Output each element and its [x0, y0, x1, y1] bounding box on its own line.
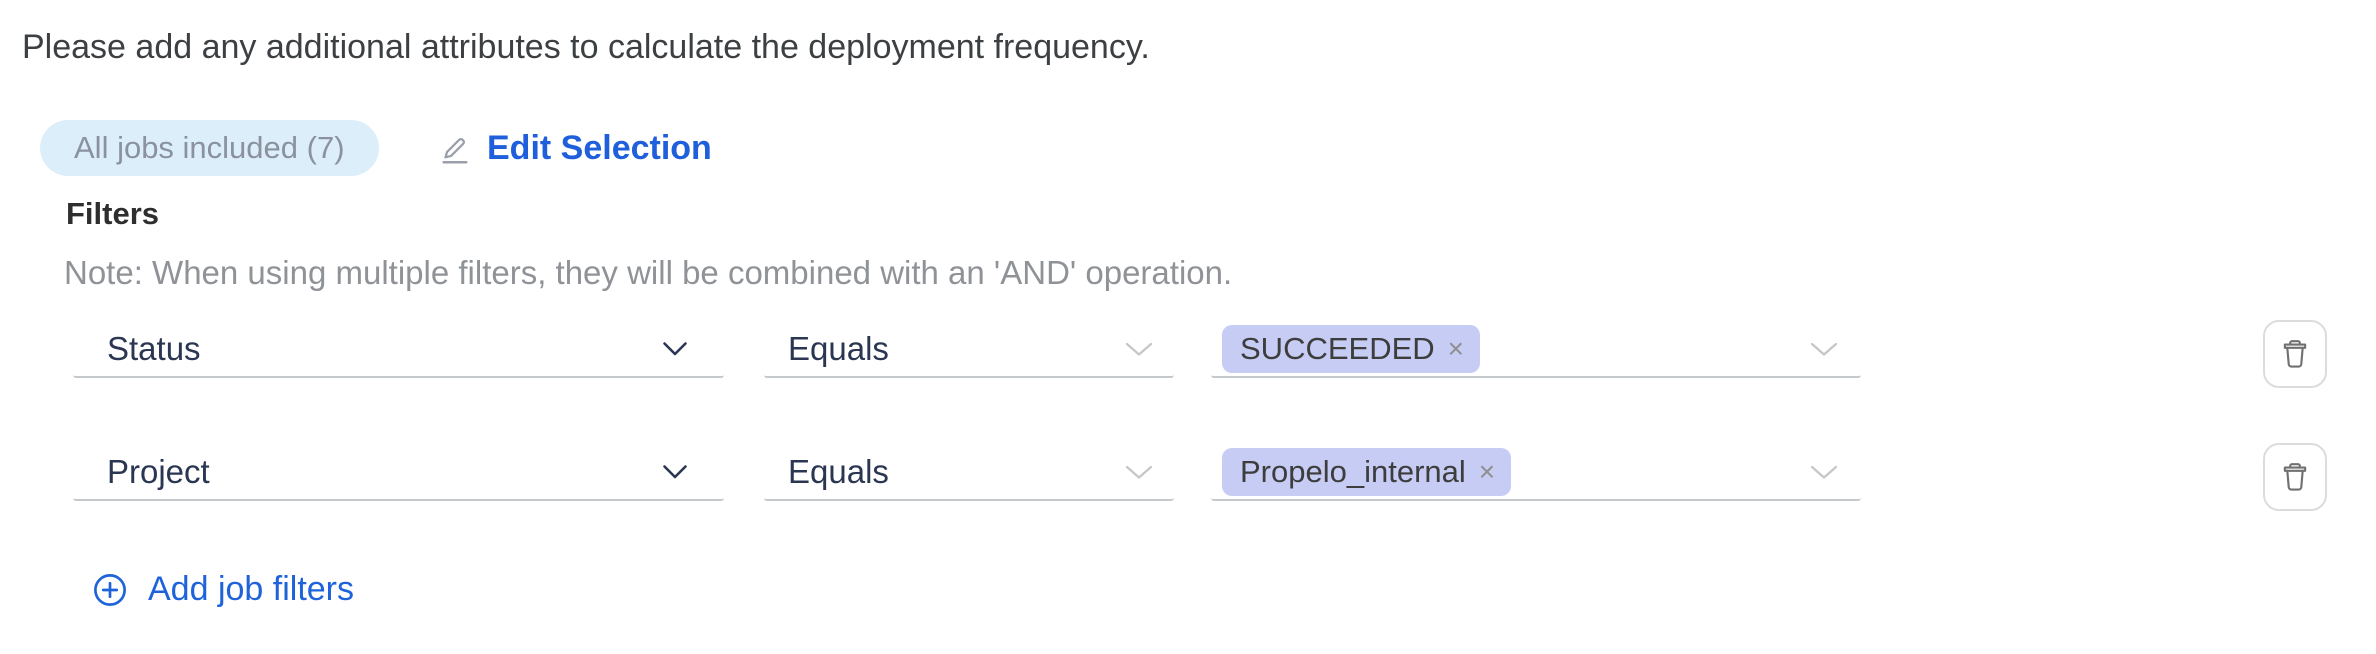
filters-note: Note: When using multiple filters, they …	[64, 254, 1233, 291]
instruction-text: Please add any additional attributes to …	[22, 28, 1150, 66]
attribute-select[interactable]: Project	[73, 445, 724, 501]
value-tag-label: Propelo_internal	[1240, 454, 1466, 489]
value-tag-label: SUCCEEDED	[1240, 331, 1435, 366]
operator-select[interactable]: Equals	[764, 445, 1174, 501]
chevron-down-icon	[1809, 464, 1839, 480]
attribute-select-value: Project	[107, 453, 210, 490]
operator-select-value: Equals	[788, 330, 889, 367]
chevron-down-icon	[1809, 341, 1839, 357]
add-job-filters-label: Add job filters	[148, 570, 354, 608]
add-job-filters-button[interactable]: Add job filters	[92, 570, 354, 609]
plus-circle-icon	[92, 572, 128, 608]
value-select[interactable]: SUCCEEDED ×	[1211, 322, 1861, 378]
chevron-down-icon	[1124, 341, 1154, 357]
operator-select[interactable]: Equals	[764, 322, 1174, 378]
attribute-select-value: Status	[107, 330, 201, 367]
chevron-down-icon	[662, 341, 688, 357]
jobs-included-badge: All jobs included (7)	[40, 120, 379, 176]
value-tag: SUCCEEDED ×	[1222, 325, 1481, 373]
attribute-select[interactable]: Status	[73, 322, 724, 378]
edit-selection-link[interactable]: Edit Selection	[438, 120, 712, 176]
chevron-down-icon	[662, 464, 688, 480]
chevron-down-icon	[1124, 464, 1154, 480]
delete-filter-button[interactable]	[2263, 443, 2327, 511]
delete-filter-button[interactable]	[2263, 320, 2327, 388]
trash-icon	[2279, 338, 2311, 370]
value-tag: Propelo_internal ×	[1222, 448, 1512, 496]
remove-value-icon[interactable]: ×	[1478, 456, 1496, 487]
value-select[interactable]: Propelo_internal ×	[1211, 445, 1861, 501]
edit-pencil-icon	[438, 131, 472, 165]
trash-icon	[2279, 461, 2311, 493]
filter-row: Project Equals Propelo_internal ×	[0, 443, 2376, 511]
remove-value-icon[interactable]: ×	[1447, 333, 1465, 364]
filter-row: Status Equals SUCCEEDED ×	[0, 320, 2376, 388]
jobs-summary-row: All jobs included (7) Edit Selection	[40, 120, 712, 176]
operator-select-value: Equals	[788, 453, 889, 490]
filters-heading: Filters	[66, 196, 160, 231]
edit-selection-label: Edit Selection	[487, 128, 712, 167]
